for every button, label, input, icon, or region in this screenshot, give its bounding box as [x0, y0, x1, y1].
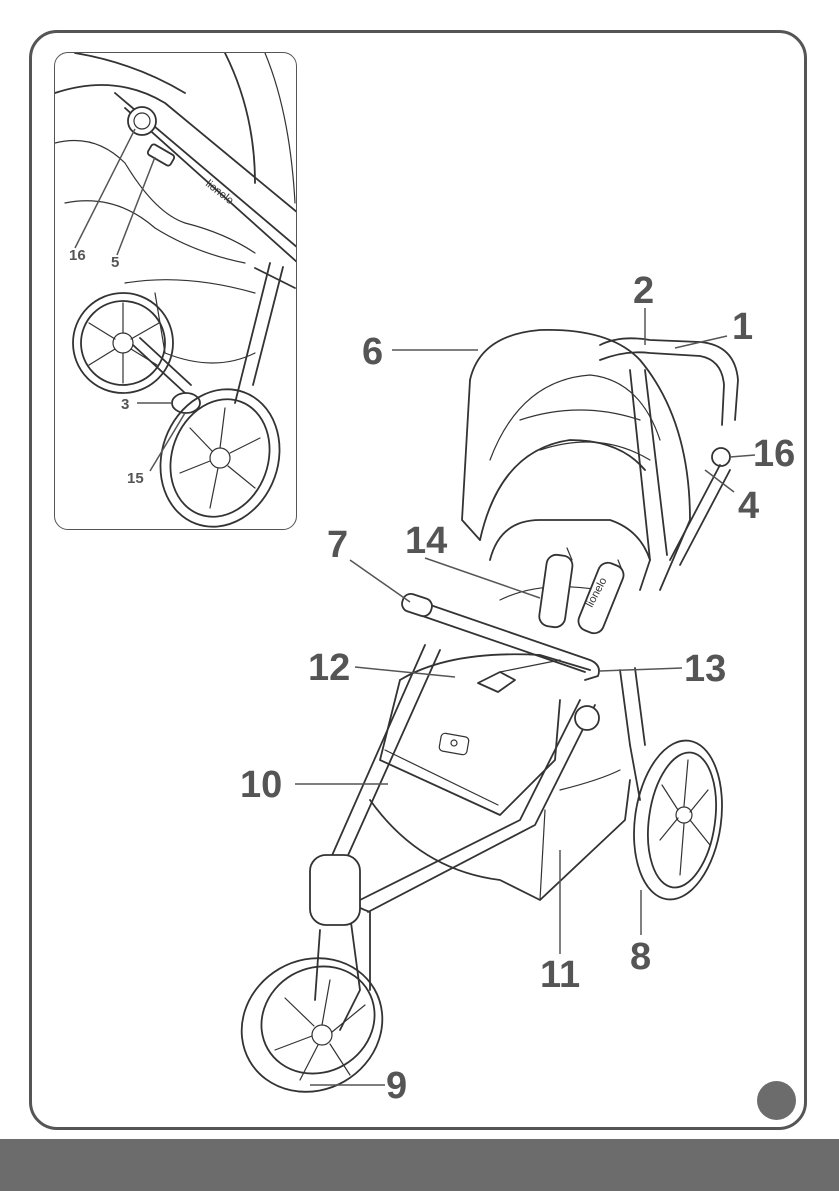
callout-8: 8: [630, 936, 651, 978]
callout-4: 4: [738, 485, 759, 527]
callout-1: 1: [732, 306, 753, 348]
callout-12: 12: [308, 647, 350, 689]
callout-14: 14: [405, 520, 447, 562]
callout-9: 9: [386, 1065, 407, 1107]
callout-10: 10: [240, 764, 282, 806]
callout-16: 16: [753, 433, 795, 475]
callout-6: 6: [362, 331, 383, 373]
callout-7: 7: [327, 524, 348, 566]
callout-11: 11: [540, 954, 580, 996]
callout-2: 2: [633, 270, 654, 312]
callout-13: 13: [684, 648, 726, 690]
